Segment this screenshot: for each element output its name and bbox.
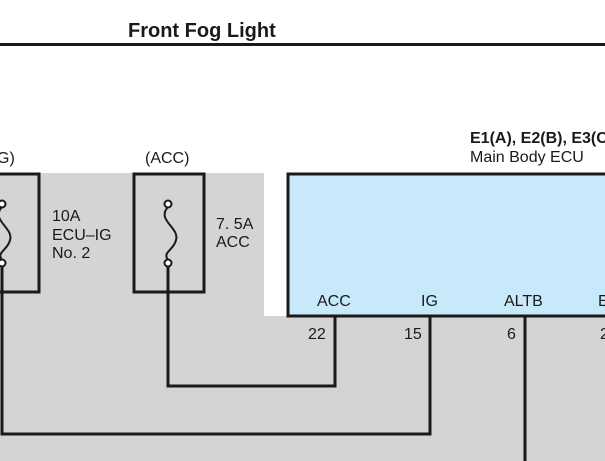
pin-label-acc: ACC — [317, 293, 351, 310]
pin-label-ig: IG — [421, 293, 438, 310]
fuse-1-element — [0, 199, 12, 268]
fuse-1-tag: G) — [0, 150, 15, 167]
ecu-connectors: E1(A), E2(B), E3(C — [470, 130, 605, 147]
pin-label-altb: ALTB — [504, 293, 543, 310]
fuse-1-name-line1: ECU–IG — [52, 227, 112, 244]
pin-number-15: 15 — [404, 326, 422, 343]
page-title: Front Fog Light — [128, 20, 276, 42]
pin-number-6: 6 — [507, 326, 516, 343]
wire-acc — [166, 266, 337, 388]
title-rule — [0, 43, 605, 46]
fuse-2-name-line1: ACC — [216, 234, 250, 251]
fuse-1-name-line2: No. 2 — [52, 245, 90, 262]
fuse-2-tag: (ACC) — [145, 150, 189, 167]
ecu-name: Main Body ECU — [470, 149, 584, 166]
ecu-box — [286, 172, 605, 318]
pin-number-22: 22 — [308, 326, 326, 343]
fuse-2-element — [163, 199, 178, 268]
fuse-2-rating: 7. 5A — [216, 216, 254, 233]
fuse-1-box — [0, 172, 41, 294]
pin-number-2: 2 — [600, 326, 605, 343]
wire-ig — [0, 266, 432, 436]
pin-label-e: E — [598, 293, 605, 310]
fuse-1-rating: 10A — [52, 208, 81, 225]
